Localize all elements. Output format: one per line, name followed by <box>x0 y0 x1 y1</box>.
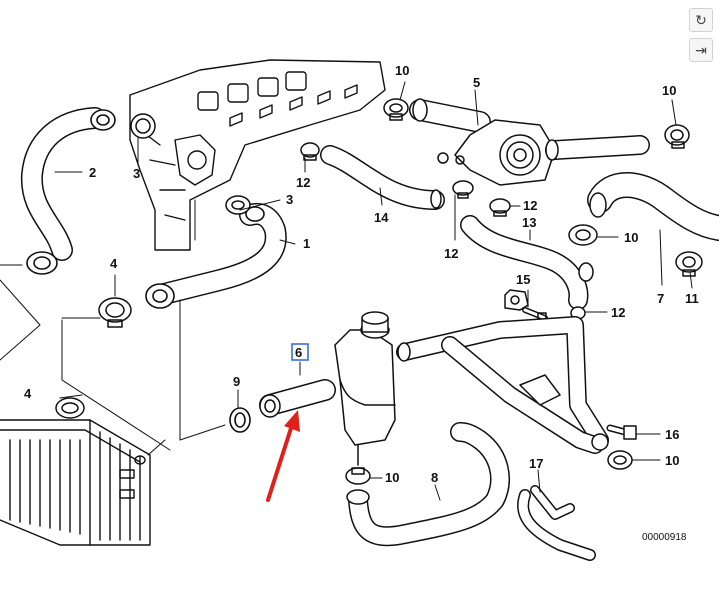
callout-labels: 1 2 3 3 4 4 5 6 7 8 9 10 10 10 10 10 11 … <box>24 63 699 543</box>
clamp-10a <box>383 98 409 121</box>
clamp-4b <box>55 397 85 419</box>
callout-12d: 12 <box>611 305 625 320</box>
callout-7: 7 <box>657 291 664 306</box>
seal-ring-9 <box>229 407 251 433</box>
expand-button[interactable]: ⇥ <box>689 38 713 62</box>
hose-13 <box>460 215 594 310</box>
clamp-12a <box>300 142 320 161</box>
clamp-10d <box>345 467 371 485</box>
diagram-number: 00000918 <box>642 532 687 543</box>
clamp-11 <box>675 251 703 277</box>
highlight-box <box>291 343 309 361</box>
callout-10c: 10 <box>624 230 638 245</box>
callout-10d: 10 <box>385 470 399 485</box>
hose-7 <box>587 172 719 241</box>
callout-17: 17 <box>529 456 543 471</box>
callout-12a: 12 <box>296 175 310 190</box>
callout-8: 8 <box>431 470 438 485</box>
callout-10b: 10 <box>662 83 676 98</box>
callout-16: 16 <box>665 427 679 442</box>
hose-2 <box>20 107 116 275</box>
engine-block <box>129 59 386 251</box>
expansion-tank <box>334 311 396 466</box>
callout-11: 11 <box>685 291 699 306</box>
rotate-button[interactable]: ↻ <box>689 8 713 32</box>
callout-12c: 12 <box>523 198 537 213</box>
clamp-10b <box>664 124 690 149</box>
red-arrow <box>266 410 300 502</box>
clamp-3a <box>130 113 156 139</box>
clamp-10e <box>607 450 633 470</box>
expand-icon: ⇥ <box>695 41 707 58</box>
callout-10a: 10 <box>395 63 409 78</box>
clamp-10c <box>568 224 598 246</box>
clamp-12b <box>452 180 474 199</box>
hose-1 <box>145 202 287 309</box>
pipe-assembly <box>396 316 609 454</box>
clamp-4a <box>98 297 132 328</box>
thermostat-housing-5 <box>409 98 650 186</box>
callout-3a: 3 <box>133 166 140 181</box>
callout-14: 14 <box>374 210 389 225</box>
clamp-3b <box>225 195 251 215</box>
hose-8 <box>346 422 510 547</box>
strap-17 <box>517 485 596 561</box>
callout-2: 2 <box>89 165 96 180</box>
callout-12b: 12 <box>444 246 458 261</box>
hose-6 <box>259 379 336 418</box>
hose-14 <box>320 145 445 210</box>
bracket-15 <box>504 289 548 323</box>
callout-9: 9 <box>233 374 240 389</box>
clamp-12c <box>489 198 511 217</box>
bolt-16 <box>606 424 637 440</box>
rotate-icon: ↻ <box>695 11 707 28</box>
callout-6: 6 <box>295 345 302 360</box>
callout-13: 13 <box>522 215 536 230</box>
callout-4b: 4 <box>24 386 32 401</box>
callout-10e: 10 <box>665 453 679 468</box>
radiator <box>0 419 151 546</box>
dashed-guide-lines <box>0 199 226 456</box>
callout-5: 5 <box>473 75 480 90</box>
callout-1: 1 <box>303 236 310 251</box>
callout-15: 15 <box>516 272 530 287</box>
callout-4a: 4 <box>110 256 118 271</box>
leader-lines <box>54 81 693 501</box>
callout-3b: 3 <box>286 192 293 207</box>
